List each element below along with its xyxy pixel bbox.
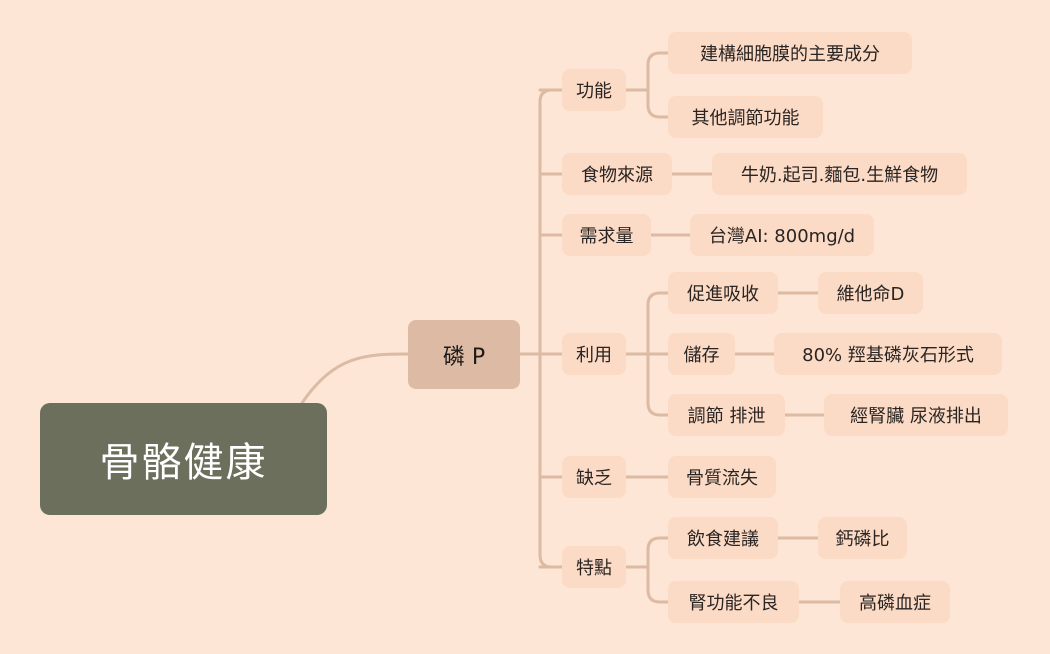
branch-utilization[interactable]: 利用 — [562, 333, 626, 375]
leaf-utilization-vitamin-d[interactable]: 維他命D — [818, 272, 923, 314]
branch-food-source[interactable]: 食物來源 — [562, 153, 672, 195]
branch-deficiency[interactable]: 缺乏 — [562, 456, 626, 498]
sub-features-kidney-dysfunction[interactable]: 腎功能不良 — [668, 581, 799, 623]
leaf-function-regulation[interactable]: 其他調節功能 — [668, 96, 823, 138]
branch-function[interactable]: 功能 — [562, 69, 626, 111]
connector-features — [624, 536, 670, 604]
connector-root-main — [300, 352, 412, 405]
leaf-function-cell-membrane[interactable]: 建構細胞膜的主要成分 — [668, 32, 912, 74]
branch-requirement[interactable]: 需求量 — [562, 214, 651, 256]
branch-features[interactable]: 特點 — [562, 546, 626, 588]
connector-function — [624, 51, 670, 119]
connector-utilization — [624, 291, 670, 417]
leaf-utilization-hydroxyapatite[interactable]: 80% 羥基磷灰石形式 — [774, 333, 1002, 375]
leaf-food-items[interactable]: 牛奶.起司.麵包.生鮮食物 — [712, 153, 967, 195]
leaf-deficiency-bone-loss[interactable]: 骨質流失 — [668, 456, 776, 498]
sub-features-diet-advice[interactable]: 飲食建議 — [668, 517, 778, 559]
leaf-requirement-value[interactable]: 台灣AI: 800mg/d — [690, 214, 874, 256]
root-node[interactable]: 骨骼健康 — [40, 403, 327, 515]
leaf-features-ca-p-ratio[interactable]: 鈣磷比 — [818, 517, 907, 559]
sub-utilization-storage[interactable]: 儲存 — [668, 333, 735, 375]
connector-spine — [538, 88, 554, 569]
sub-utilization-excretion[interactable]: 調節 排泄 — [668, 394, 785, 436]
main-topic-node[interactable]: 磷 P — [408, 320, 520, 389]
leaf-features-hyperphosphatemia[interactable]: 高磷血症 — [840, 581, 950, 623]
sub-utilization-absorption[interactable]: 促進吸收 — [668, 272, 778, 314]
leaf-utilization-kidney-urine[interactable]: 經腎臟 尿液排出 — [824, 394, 1008, 436]
